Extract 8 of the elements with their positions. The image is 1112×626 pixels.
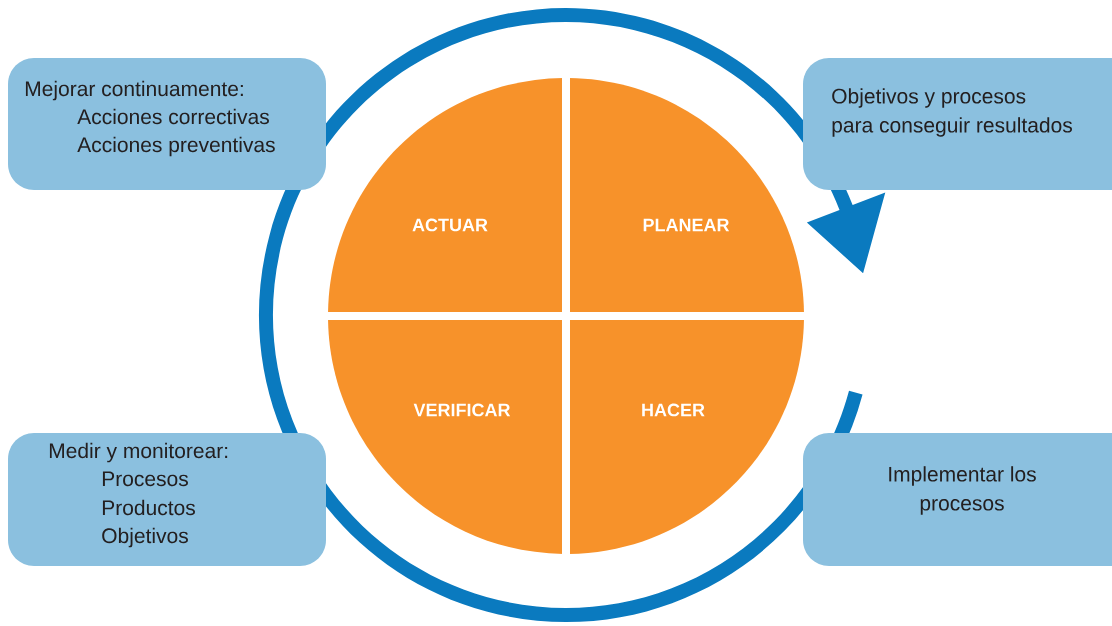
info-box: Objetivos y procesos para conseguir resultados <box>803 58 1112 190</box>
info-box: Implementar los procesos <box>803 433 1112 566</box>
quadrant: ACTUAR <box>328 78 562 312</box>
quadrant: VERIFICAR <box>328 320 562 554</box>
quadrant: HACER <box>570 320 804 554</box>
info-box: Mejorar continuamente: Acciones correctivas Acciones preventivas <box>8 58 326 190</box>
info-box: Medir y monitorear: Procesos Productos Objetivos <box>8 433 326 566</box>
quadrant: PLANEAR <box>570 78 804 312</box>
